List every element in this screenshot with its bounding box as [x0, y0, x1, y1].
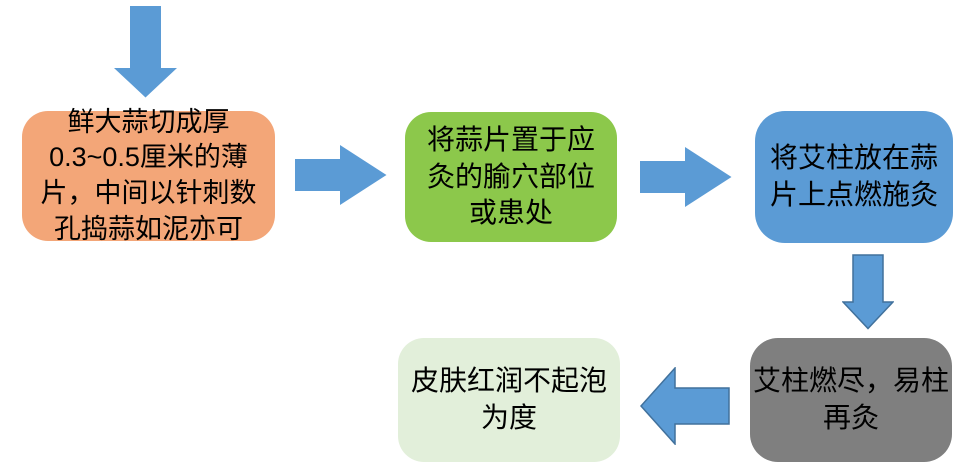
- step-label: 艾柱燃尽，易柱 再灸: [752, 365, 949, 433]
- step-label: 皮肤红润不起泡 为度: [410, 365, 607, 433]
- arrow-step3-to-step4-icon: [842, 254, 894, 330]
- step-box-ignite-moxa: 将艾柱放在蒜 片上点燃施灸: [755, 111, 953, 243]
- step-box-prepare-garlic: 鲜大蒜切成厚 0.3~0.5厘米的薄 片，中间以针刺数 孔捣蒜如泥亦可: [22, 107, 275, 244]
- arrow-step4-to-step5-icon: [640, 367, 730, 445]
- step-label: 将蒜片置于应 灸的腧穴部位 或患处: [426, 123, 595, 229]
- step-label: 鲜大蒜切成厚 0.3~0.5厘米的薄 片，中间以针刺数 孔捣蒜如泥亦可: [40, 106, 257, 244]
- arrow-step1-to-step2-icon: [295, 145, 387, 205]
- arrow-step2-to-step3-icon: [640, 147, 732, 207]
- arrow-down-into-step1-icon: [114, 6, 177, 98]
- step-box-replace-moxa: 艾柱燃尽，易柱 再灸: [750, 338, 952, 462]
- step-box-skin-red-endpoint: 皮肤红润不起泡 为度: [398, 338, 620, 462]
- step-box-place-garlic: 将蒜片置于应 灸的腧穴部位 或患处: [405, 112, 617, 242]
- step-label: 将艾柱放在蒜 片上点燃施灸: [769, 142, 938, 210]
